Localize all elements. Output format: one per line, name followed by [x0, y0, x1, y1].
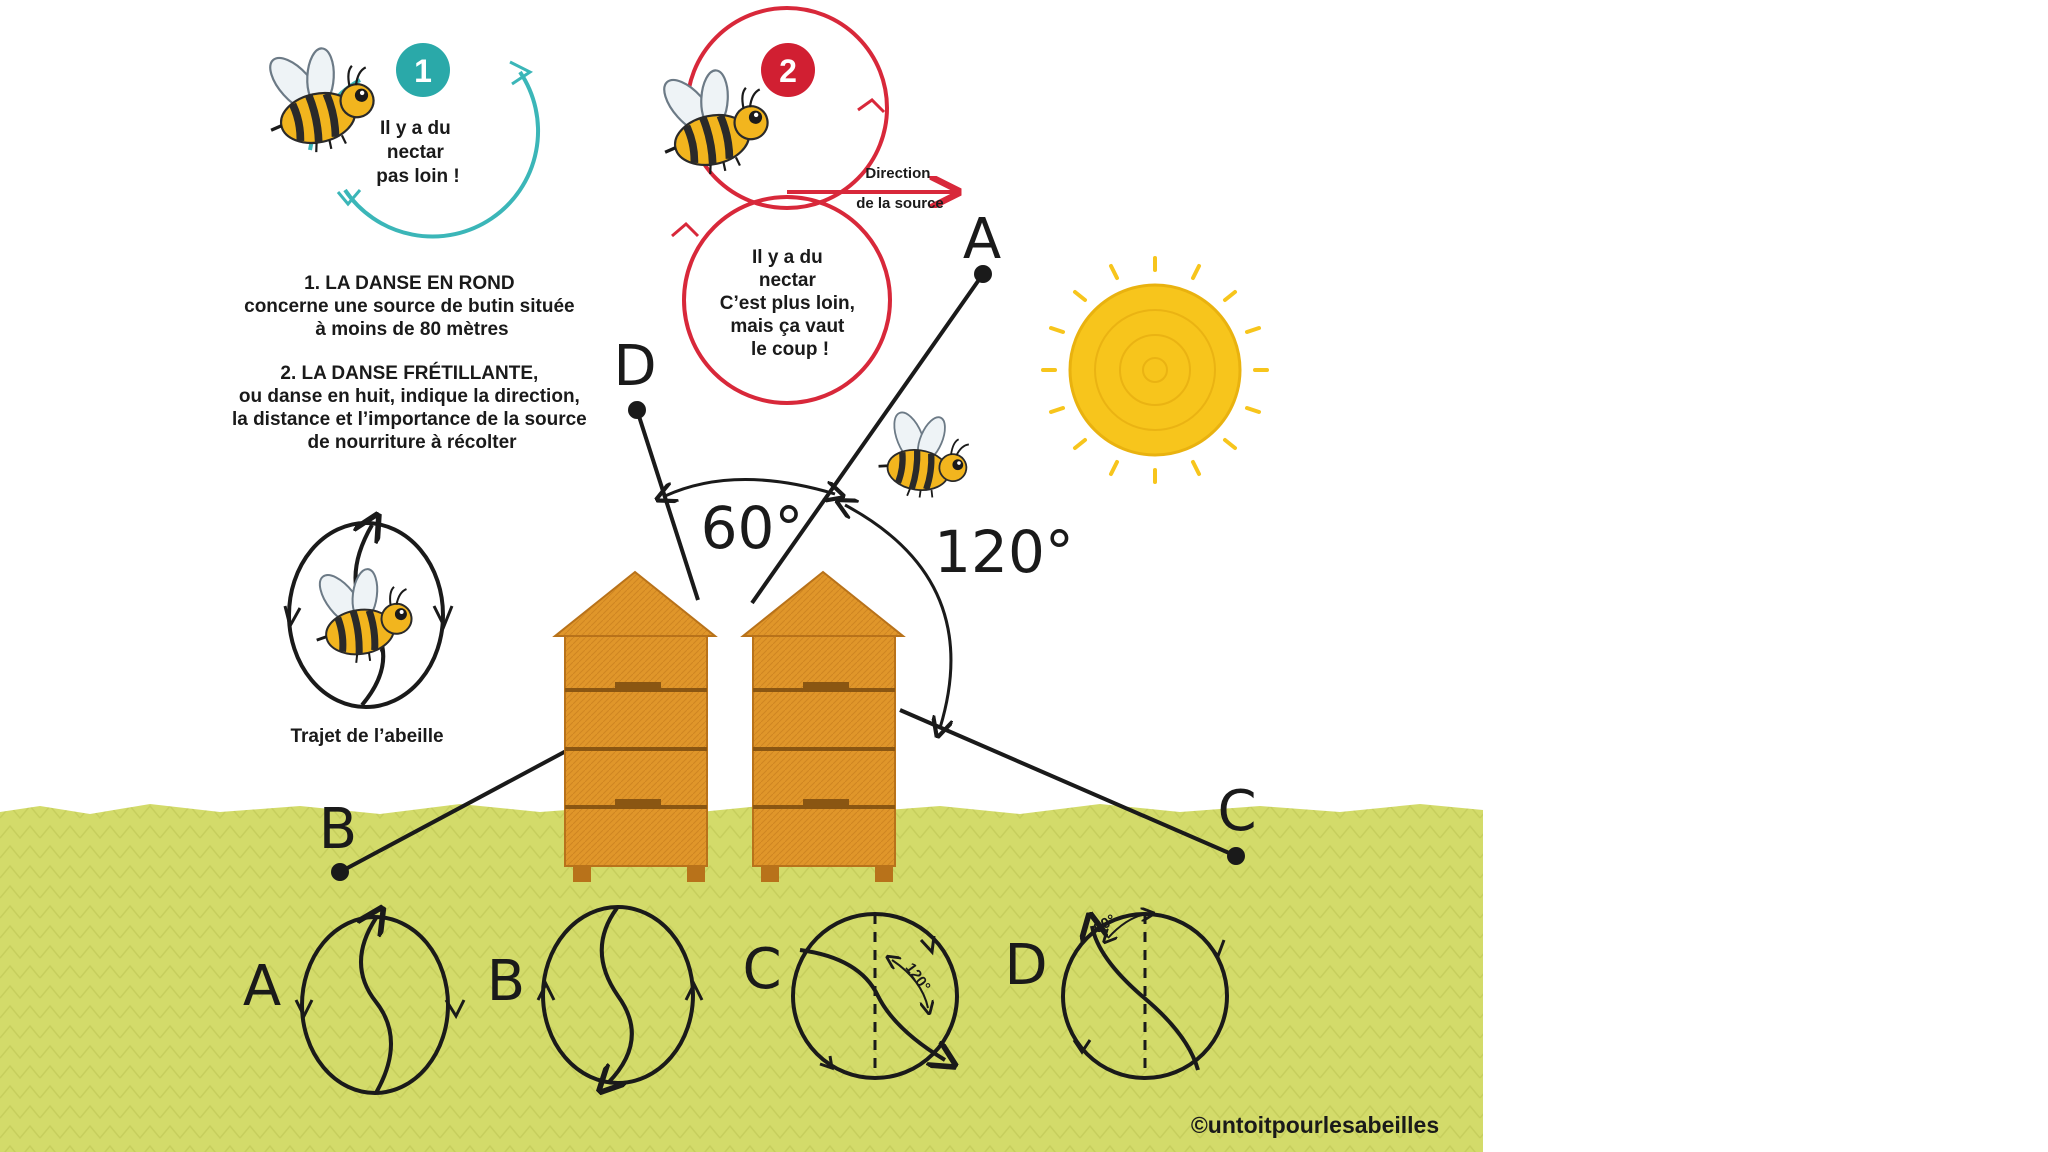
dance-diagram-a: A — [243, 917, 466, 1095]
hive-icon — [552, 570, 718, 882]
dance-letter-c: C — [742, 937, 781, 1002]
angle-label-120: 120° — [934, 518, 1074, 586]
step-number-2: 2 — [779, 53, 797, 89]
round-dance-text: Il y a du nectar pas loin ! — [376, 118, 459, 187]
endpoint-d — [628, 401, 646, 419]
endpoint-a — [974, 265, 992, 283]
endpoint-c — [1227, 847, 1245, 865]
dance-diagram-b: B — [487, 905, 704, 1083]
label-a: A — [963, 207, 1001, 272]
grass-ground — [0, 804, 1483, 1152]
step-number-1: 1 — [414, 53, 432, 89]
angle-label-60: 60° — [701, 494, 804, 562]
dance-diagram-d: D 60° — [1004, 911, 1229, 1080]
label-b: B — [319, 797, 357, 862]
round-dance-line: Il y a du — [380, 118, 451, 139]
round-dance-diagram: 1 Il y a du nectar pas loin ! — [255, 34, 540, 239]
bee-icon — [307, 558, 417, 668]
step-badge-2 — [761, 43, 815, 97]
line-b — [339, 748, 569, 874]
dance-letter-b: B — [487, 949, 525, 1014]
round-dance-line: nectar — [387, 142, 445, 163]
waggle-dance-diagram: 2 Direction de la source Il y a du necta… — [649, 6, 955, 405]
bee-icon — [649, 56, 776, 183]
sun-icon — [1041, 256, 1269, 484]
info-block-1: 1. LA DANSE EN ROND concerne une source … — [244, 273, 580, 340]
line-d — [635, 409, 700, 601]
line-c — [899, 708, 1237, 858]
info-block-2: 2. LA DANSE FRÉTILLANTE, ou danse en hui… — [232, 362, 592, 453]
dance-letter-d: D — [1004, 933, 1047, 998]
label-d: D — [613, 334, 656, 399]
endpoint-b — [331, 863, 349, 881]
label-c: C — [1217, 779, 1256, 844]
round-dance-line: pas loin ! — [376, 166, 459, 187]
credit-text: ©untoitpourlesabeilles — [1191, 1112, 1439, 1138]
line-a — [750, 272, 985, 605]
direction-lines — [339, 272, 1237, 874]
angle-arc-60 — [665, 478, 835, 496]
bee-path-diagram: Trajet de l’abeille — [283, 523, 454, 747]
direction-label: Direction de la source — [856, 165, 944, 212]
angle-arc-120 — [845, 505, 951, 728]
waggle-dance-text: Il y a du nectar C’est plus loin, mais ç… — [720, 247, 860, 360]
bee-icon — [875, 405, 974, 504]
bee-path-label: Trajet de l’abeille — [290, 726, 443, 747]
step-badge-1 — [396, 43, 450, 97]
bee-icon — [255, 34, 382, 161]
hive-icon — [740, 570, 906, 882]
dance-letter-a: A — [243, 954, 281, 1019]
